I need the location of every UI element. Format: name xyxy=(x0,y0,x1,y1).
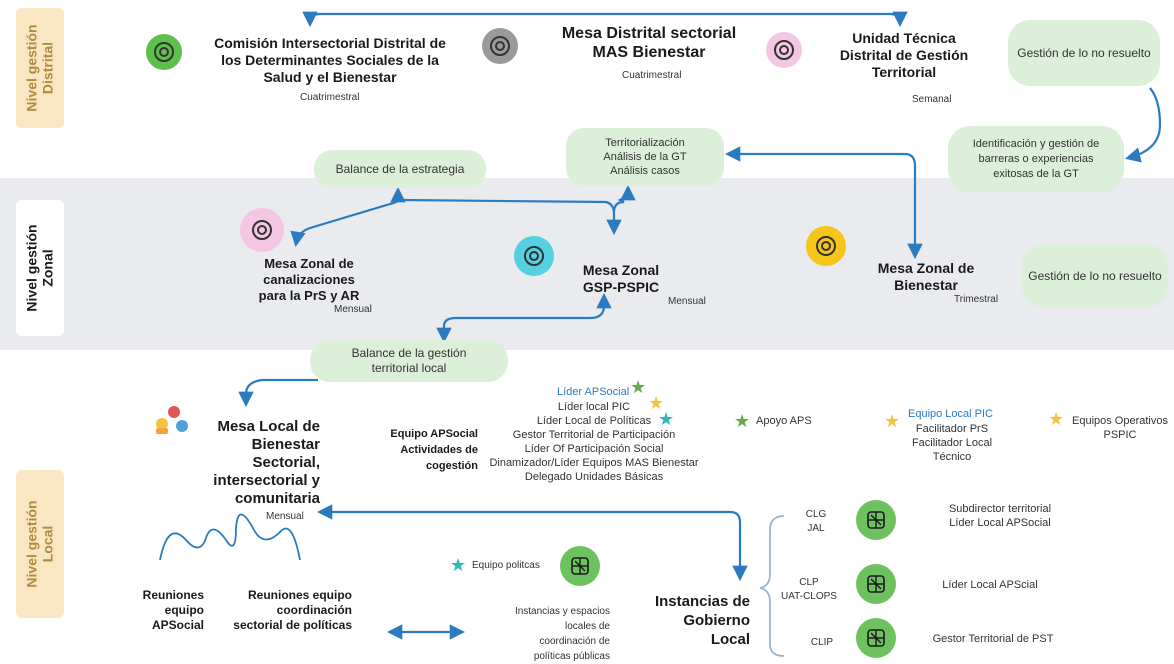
comision-frequency: Cuatrimestral xyxy=(300,92,360,103)
zonal-no-resuelto: Gestión de lo no resuelto xyxy=(1022,244,1168,308)
mesa-local-title: Mesa Local de Bienestar Sectorial, inter… xyxy=(213,418,320,507)
unidad-tecnica-frequency: Semanal xyxy=(912,94,952,105)
apsocial-roles: Líder local PIC Líder Local de Políticas… xyxy=(489,401,699,483)
reuniones-coordinacion: Reuniones equipo coordinación sectorial … xyxy=(233,588,352,632)
reuniones-apsocial: Reuniones equipo APSocial xyxy=(142,588,204,632)
star-icon: ★ xyxy=(630,377,647,397)
clp-roles: Líder Local APScial xyxy=(942,579,1038,591)
balance-gestion-local: Balance de la gestión territorial local xyxy=(310,340,508,382)
clg-roles: Subdirector territorial Líder Local APSo… xyxy=(948,503,1052,529)
star-icon: ★ xyxy=(648,393,665,413)
unidad-tecnica-title: Unidad Técnica Distrital de Gestión Terr… xyxy=(839,30,969,80)
target-icon xyxy=(766,32,802,68)
star-icon: ★ xyxy=(1048,409,1065,429)
mesa-zonal-gsp-title: Mesa Zonal GSP-PSPIC xyxy=(582,262,660,295)
team-illustration xyxy=(152,402,192,436)
mesa-zonal-bienestar-frequency: Trimestral xyxy=(954,294,999,305)
level-distrital: Nivel gestión Distrital xyxy=(16,8,64,128)
star-icon: ★ xyxy=(734,411,751,431)
network-icon xyxy=(856,500,896,540)
target-icon xyxy=(514,236,554,276)
mesa-distrital-frequency: Cuatrimestral xyxy=(622,70,682,81)
identificacion-barreras: Identificación y gestión de barreras o e… xyxy=(948,126,1124,192)
target-icon xyxy=(146,34,182,70)
equipo-local-pic-label: Equipo Local PIC xyxy=(908,408,993,420)
instancias-gobierno-title: Instancias de Gobierno Local xyxy=(654,593,750,648)
star-icon: ★ xyxy=(450,555,467,575)
level-zonal: Nivel gestión Zonal xyxy=(16,200,64,336)
clip-label: CLIP xyxy=(810,637,834,648)
equipo-politicas-label: Equipo politcas xyxy=(472,560,540,571)
mesa-zonal-canalizaciones-title: Mesa Zonal de canalizaciones para la PrS… xyxy=(258,256,360,303)
level-local: Nivel gestión Local xyxy=(16,470,64,618)
target-icon xyxy=(240,208,284,252)
territorializacion: Territorialización Análisis de la GT Aná… xyxy=(566,128,724,186)
star-icon: ★ xyxy=(884,411,901,431)
instancias-espacios-label: Instancias y espacios locales de coordin… xyxy=(514,606,610,662)
balance-estrategia: Balance de la estrategia xyxy=(314,150,486,188)
target-icon xyxy=(806,226,846,266)
target-icon xyxy=(482,28,518,64)
network-icon xyxy=(856,564,896,604)
comision-title: Comisión Intersectorial Distrital de los… xyxy=(214,35,446,85)
lider-apsocial-label: Líder APSocial xyxy=(557,386,630,398)
mesa-local-frequency: Mensual xyxy=(266,511,304,522)
equipo-local-pic-roles: Facilitador PrS Facilitador Local Técnic… xyxy=(911,423,993,463)
distrital-no-resuelto: Gestión de lo no resuelto xyxy=(1008,20,1160,86)
equipo-apsocial: Equipo APSocial Actividades de cogestión xyxy=(390,428,478,472)
clip-roles: Gestor Territorial de PST xyxy=(932,633,1054,645)
clg-label: CLG JAL xyxy=(805,509,827,534)
network-icon xyxy=(560,546,600,586)
mesa-zonal-bienestar-title: Mesa Zonal de Bienestar xyxy=(877,260,975,293)
mesa-distrital-title: Mesa Distrital sectorial MAS Bienestar xyxy=(561,25,737,61)
mesa-zonal-canalizaciones-frequency: Mensual xyxy=(334,304,372,315)
mesa-zonal-gsp-frequency: Mensual xyxy=(668,296,706,307)
star-icon: ★ xyxy=(658,409,675,429)
clp-label: CLP UAT-CLOPS xyxy=(781,577,837,602)
apoyo-aps-label: Apoyo APS xyxy=(756,415,812,427)
network-icon xyxy=(856,618,896,658)
equipos-operativos-label: Equipos Operativos PSPIC xyxy=(1072,415,1168,441)
